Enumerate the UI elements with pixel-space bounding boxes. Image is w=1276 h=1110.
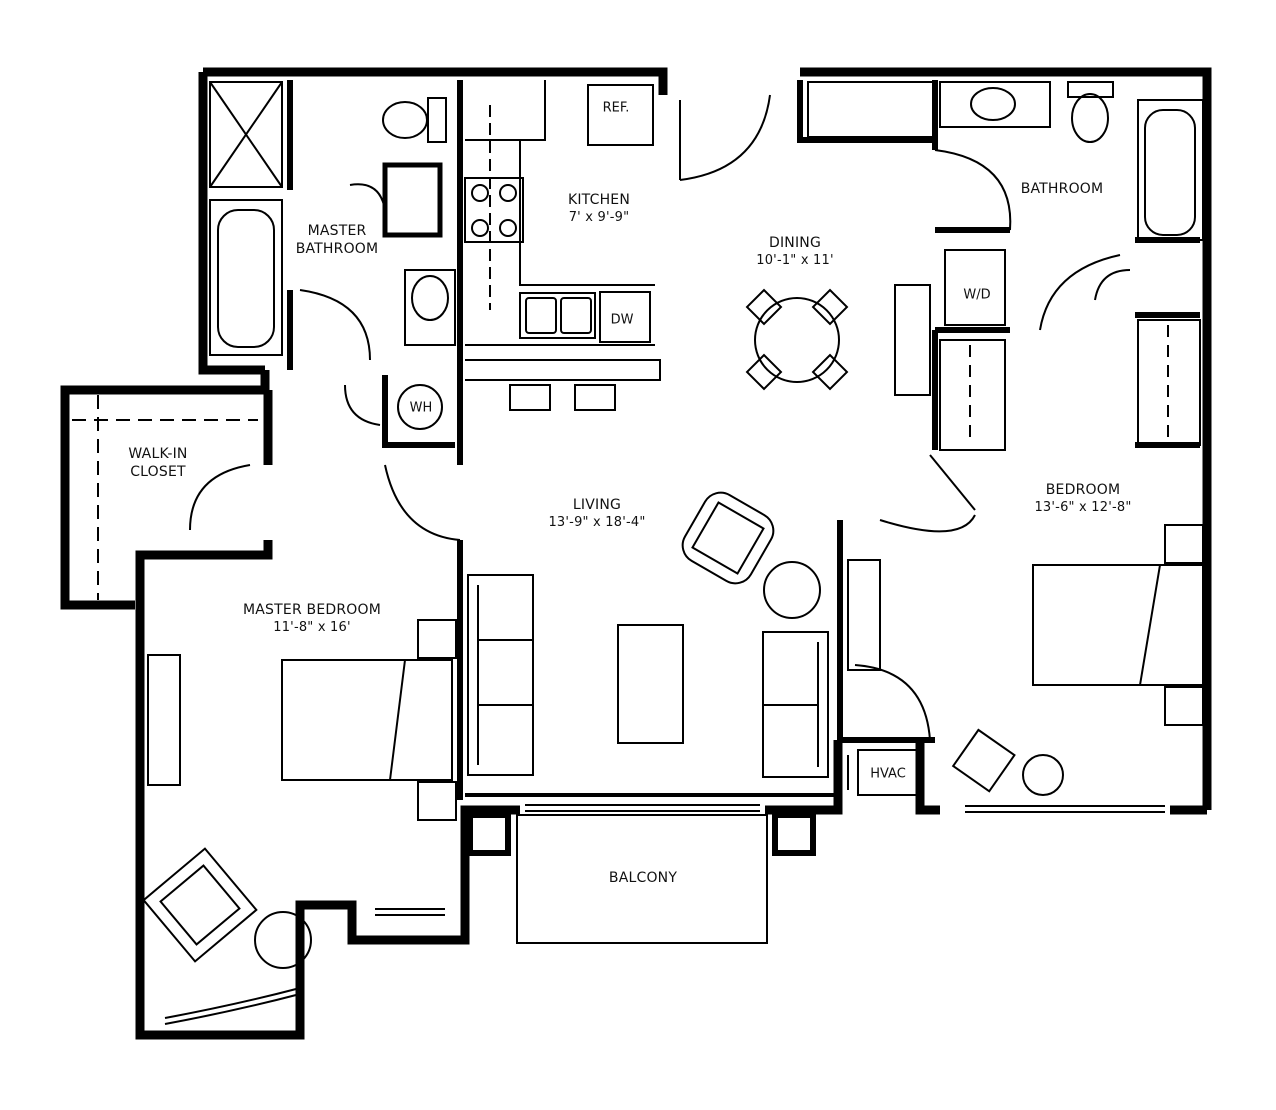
kitchen-name: KITCHEN xyxy=(567,192,631,208)
master-bedroom-dims: 11'-8" x 16' xyxy=(273,620,351,635)
bathroom-door-swing xyxy=(934,149,1012,231)
bath2-door-swing xyxy=(1039,254,1121,331)
master-bedroom-furniture xyxy=(142,619,457,969)
washer-dryer-label: W/D xyxy=(963,287,991,303)
sideboard xyxy=(894,284,931,396)
bedroom-label: BEDROOM 13'-6" x 12'-8" xyxy=(1034,481,1131,517)
bar-stools xyxy=(509,384,616,411)
hvac-unit xyxy=(857,749,919,796)
master-bedroom-label: MASTER BEDROOM 11'-8" x 16' xyxy=(243,601,381,637)
bathroom-name: BATHROOM xyxy=(1020,181,1104,197)
bedroom-name: BEDROOM xyxy=(1045,482,1121,498)
dining-dims: 10'-1" x 11' xyxy=(756,253,834,268)
bathroom-fixtures xyxy=(807,81,1204,326)
master-bath-door-swing xyxy=(299,289,371,361)
hvac-label: HVAC xyxy=(870,766,906,782)
master-bathroom-name-1: MASTER xyxy=(307,223,367,239)
kitchen-counters xyxy=(465,80,661,381)
doors xyxy=(189,94,1131,741)
sink-icon xyxy=(519,292,596,339)
balcony-label: BALCONY xyxy=(609,869,677,887)
bedroom-door-leaf xyxy=(929,454,976,511)
master-bath-fixtures xyxy=(209,81,456,356)
walk-in-closet-name-2: CLOSET xyxy=(130,464,186,480)
dining-name: DINING xyxy=(768,235,822,251)
dining-table-icon xyxy=(745,288,849,391)
entry-door-swing xyxy=(679,94,771,181)
balcony-outline xyxy=(516,814,768,944)
living-dims: 13'-9" x 18'-4" xyxy=(548,515,646,530)
kitchen-dims: 7' x 9'-9" xyxy=(568,210,630,225)
kitchen-label: KITCHEN 7' x 9'-9" xyxy=(568,191,630,227)
water-heater-label: WH xyxy=(409,400,433,416)
master-bathroom-label: MASTER BATHROOM xyxy=(296,222,379,258)
bedroom-furniture xyxy=(847,524,1204,796)
bathroom-label: BATHROOM xyxy=(1021,180,1104,198)
refrigerator-label: REF. xyxy=(602,100,630,116)
dining-label: DINING 10'-1" x 11' xyxy=(756,234,834,270)
bedroom-dims: 13'-6" x 12'-8" xyxy=(1034,500,1132,515)
windows xyxy=(164,804,1165,1025)
walk-in-closet-shelves xyxy=(72,395,258,600)
wh-door-swing xyxy=(344,384,381,426)
walk-in-door-swing xyxy=(189,464,251,531)
balcony-name: BALCONY xyxy=(608,870,678,886)
walk-in-closet-name-1: WALK-IN xyxy=(128,446,188,462)
hvac-door-swing xyxy=(854,664,931,741)
walk-in-closet-label: WALK-IN CLOSET xyxy=(128,445,187,481)
living-name: LIVING xyxy=(572,497,622,513)
refrigerator xyxy=(587,84,654,146)
master-bathroom-name-2: BATHROOM xyxy=(295,241,379,257)
closet-door-swing xyxy=(349,183,386,211)
small-closet-door-swing xyxy=(1094,269,1131,301)
dishwasher xyxy=(599,291,651,343)
exterior-walls xyxy=(60,67,1212,1040)
master-bedroom-name: MASTER BEDROOM xyxy=(243,602,381,618)
living-label: LIVING 13'-9" x 18'-4" xyxy=(548,496,645,532)
wardrobes xyxy=(847,319,1201,671)
dishwasher-label: DW xyxy=(610,312,634,328)
columns xyxy=(467,812,816,856)
water-heater-icon xyxy=(397,384,443,430)
living-furniture xyxy=(467,491,829,778)
bedroom-door-swing xyxy=(879,514,976,533)
living-door-swing xyxy=(384,464,461,541)
stove-icon xyxy=(464,177,524,243)
